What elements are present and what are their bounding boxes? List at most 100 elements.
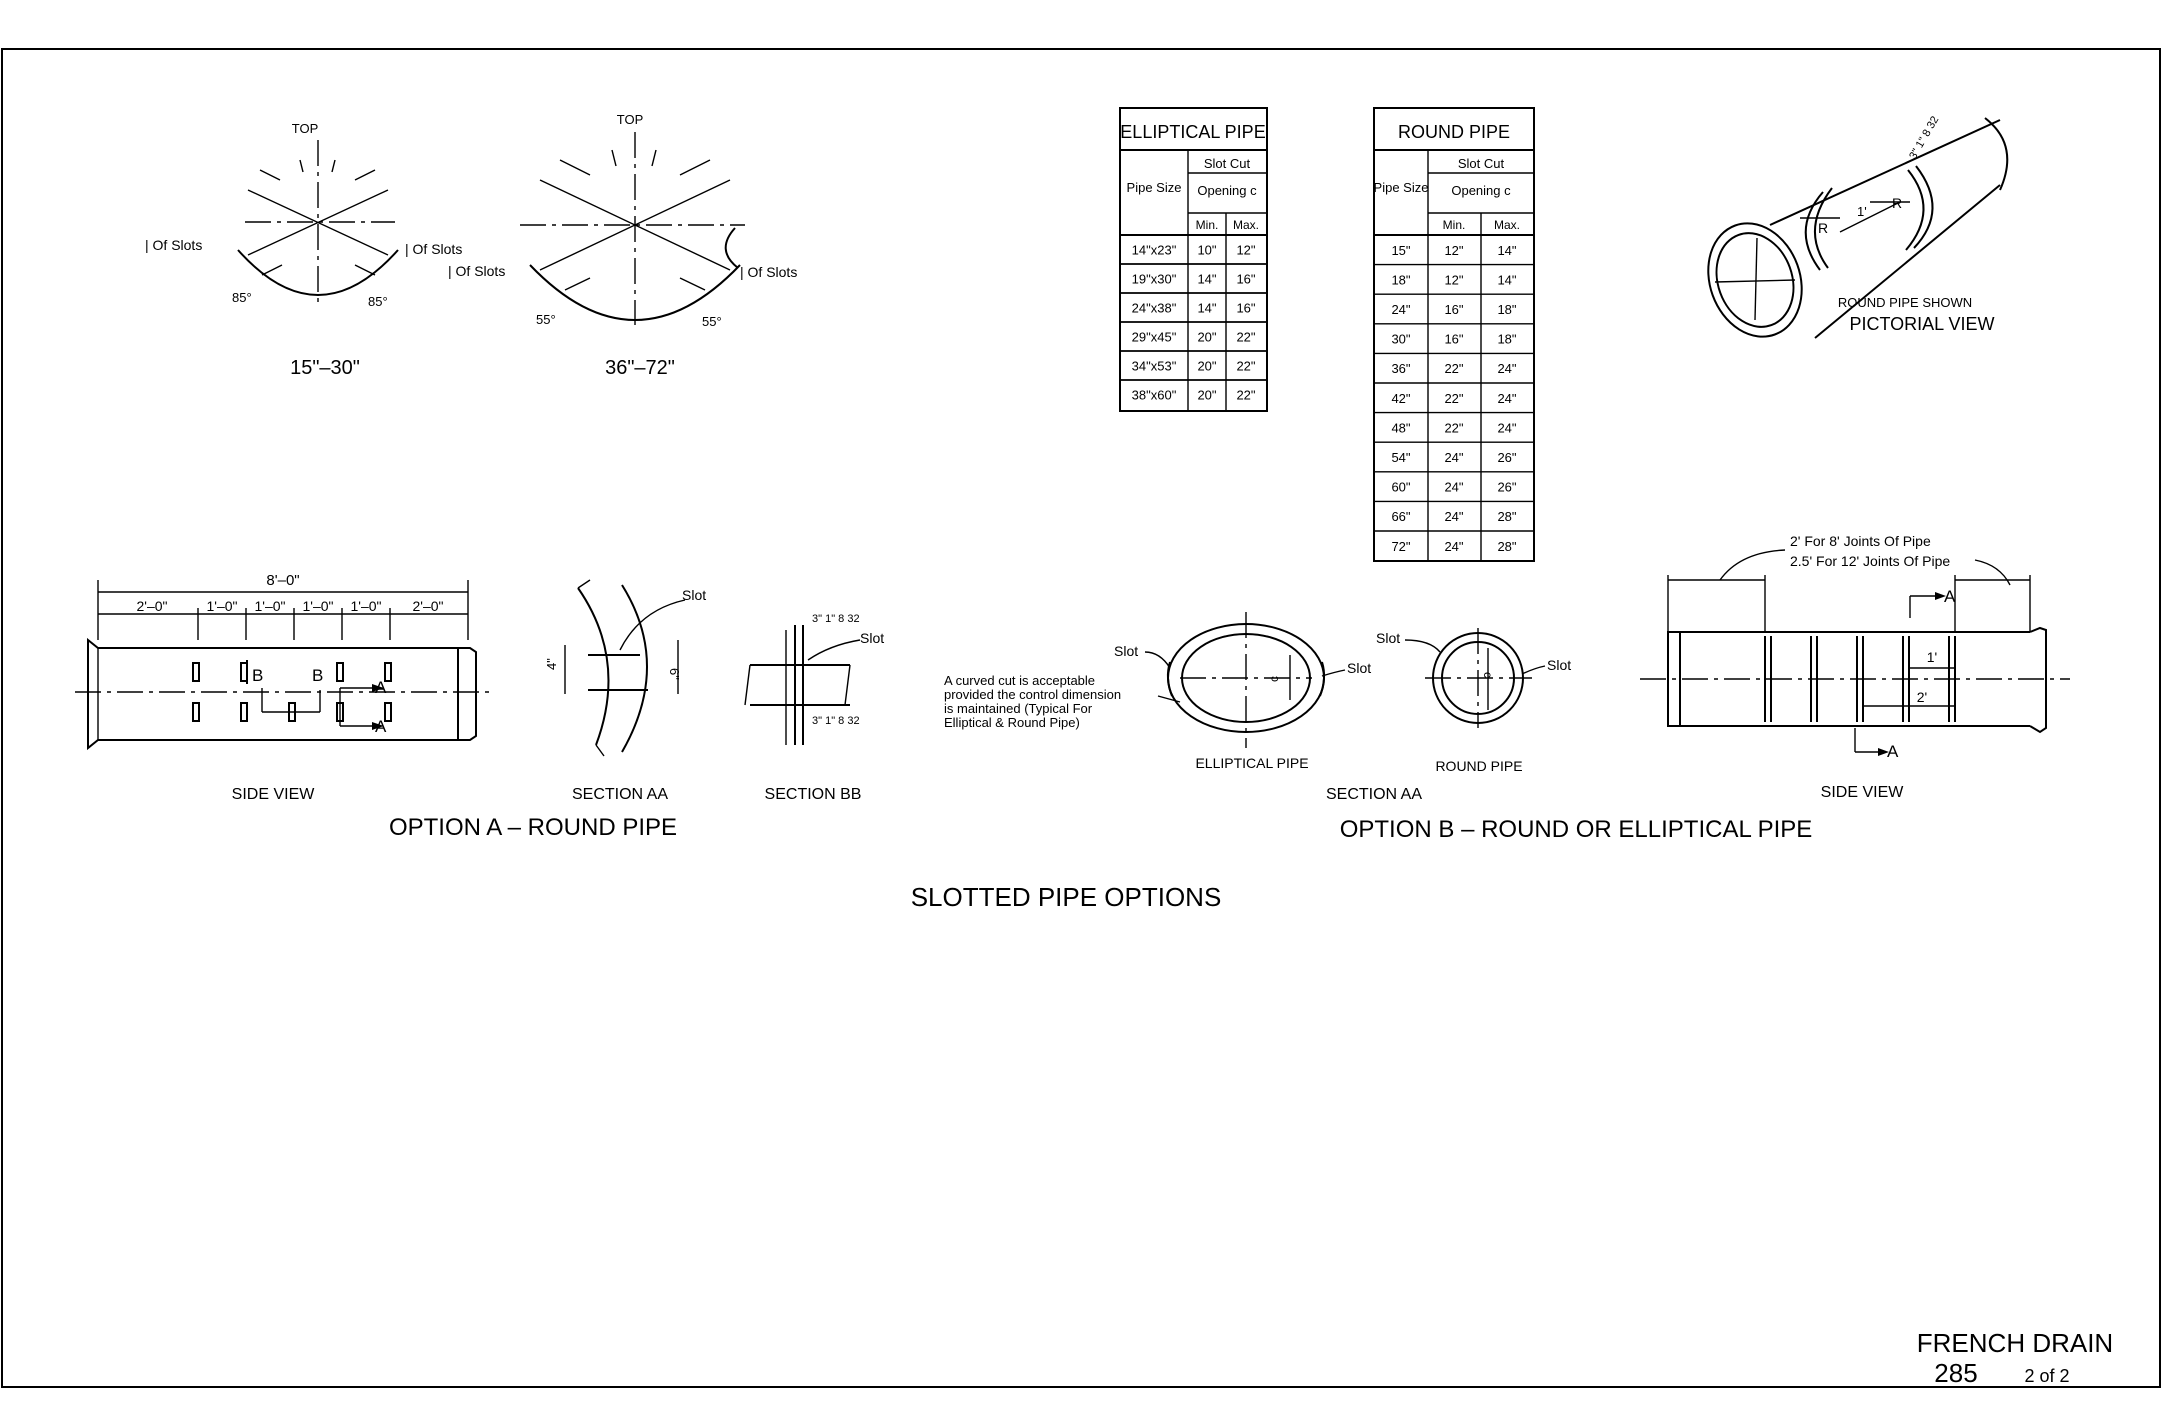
table-cell-pipe-size: 60" [1391,480,1410,495]
segment-dim: 2'–0" [412,598,443,614]
table-cell-min: 16" [1444,332,1463,347]
slots-label-right: | Of Slots [740,264,797,280]
table-cell-pipe-size: 66" [1391,509,1410,524]
table-cell-max: 28" [1497,539,1516,554]
table-cell-pipe-size: 30" [1391,332,1410,347]
spacing-label: 1' [1857,204,1867,219]
table-cell-pipe-size: 18" [1391,272,1410,287]
table-cell-max: 16" [1236,272,1255,287]
opening-c: c [1481,672,1495,678]
option-a-side-view: 8'–0" 2'–0" 1'–0" 1'–0" 1'–0" 1'–0" 2'–0… [75,572,490,803]
opening-c: c [1267,676,1281,682]
col-min: Min. [1196,218,1219,232]
col-opening: Opening c [1197,183,1257,198]
table-cell-min: 20" [1197,359,1216,374]
slot-spacing: 1' [1927,649,1937,665]
col-slot-cut: Slot Cut [1204,156,1251,171]
slot-label: Slot [860,630,884,646]
slot-angle-detail-small: TOP | Of Slots | Of Slots 85° 85° 15"–30… [145,121,462,379]
table-cell-max: 18" [1497,332,1516,347]
table-cell-min: 12" [1444,272,1463,287]
table-cell-max: 18" [1497,302,1516,317]
segment-dim: 1'–0" [206,598,237,614]
option-b-side-view: 2' For 8' Joints Of Pipe 2.5' For 12' Jo… [1640,533,2070,801]
table-cell-pipe-size: 29"x45" [1132,330,1177,345]
section-mark-b: B [252,666,263,685]
table-cell-min: 24" [1444,450,1463,465]
table-cell-max: 22" [1236,359,1255,374]
table-cell-pipe-size: 14"x23" [1132,243,1177,258]
table-cell-max: 28" [1497,509,1516,524]
table-cell-pipe-size: 54" [1391,450,1410,465]
section-aa-caption: SECTION AA [572,786,668,803]
table-cell-min: 24" [1444,480,1463,495]
col-max: Max. [1494,218,1520,232]
dim-bottom: 3" 1" 8 32 [812,715,860,727]
slot-label: Slot [1114,643,1138,659]
slot-label: Slot [1347,660,1371,676]
overall-length: 8'–0" [266,572,299,589]
round-table-rows: 15"12"14"18"12"14"24"16"18"30"16"18"36"2… [1374,243,1534,554]
table-cell-pipe-size: 72" [1391,539,1410,554]
radius-label: R [1818,220,1828,236]
table-cell-min: 20" [1197,330,1216,345]
segment-dim: 1'–0" [350,598,381,614]
elliptical-table-rows: 14"x23"10"12"19"x30"14"16"24"x38"14"16"2… [1120,243,1267,403]
slot-label: Slot [1376,630,1400,646]
table-cell-min: 24" [1444,509,1463,524]
top-label: TOP [617,112,644,127]
col-opening: Opening c [1451,183,1511,198]
pictorial-view: R R 1' 3" 1" 8 32 ROUND PIPE SHOWN PICTO… [1707,114,2009,339]
option-a-section-aa: 4" 6" Slot SECTION AA [544,579,706,803]
table-cell-min: 24" [1444,539,1463,554]
option-b-title: OPTION B – ROUND OR ELLIPTICAL PIPE [1340,816,1813,843]
table-cell-pipe-size: 19"x30" [1132,272,1177,287]
table-title: ELLIPTICAL PIPE [1120,122,1265,142]
drawing-name: FRENCH DRAIN [1917,1328,2113,1358]
angle-label-left: 55° [536,312,556,327]
table-cell-min: 22" [1444,391,1463,406]
table-cell-max: 24" [1497,420,1516,435]
table-cell-min: 10" [1197,243,1216,258]
round-caption: ROUND PIPE [1435,758,1522,774]
table-cell-min: 22" [1444,420,1463,435]
angle-label-right: 85° [368,294,388,309]
angle-label-right: 55° [702,314,722,329]
dim-4in: 4" [544,658,559,670]
curved-cut-note: A curved cut is acceptable provided the … [944,673,1125,730]
table-cell-pipe-size: 36" [1391,361,1410,376]
table-cell-pipe-size: 34"x53" [1132,359,1177,374]
section-mark-a: A [375,717,387,736]
section-mark-a: A [1887,742,1899,761]
slots-label-left: | Of Slots [145,237,202,253]
sheet-border [1,48,2161,1388]
slot-angle-detail-large: TOP | Of Slots | Of Slots 55° 55° 36"–72… [448,112,797,379]
dim-6in: 6" [667,668,682,680]
drawing-number: 285 [1934,1358,1977,1388]
dim-top: 3" 1" 8 32 [812,613,860,625]
table-cell-pipe-size: 42" [1391,391,1410,406]
table-cell-max: 12" [1236,243,1255,258]
table-cell-pipe-size: 48" [1391,420,1410,435]
option-b-section-aa: c Slot Slot ELLIPTICAL PIPE c Slot Slot … [944,612,1571,803]
table-cell-max: 24" [1497,361,1516,376]
pipe-range-label: 36"–72" [605,357,675,379]
pictorial-caption: PICTORIAL VIEW [1849,314,1994,334]
segment-dim: 2'–0" [136,598,167,614]
section-aa-caption: SECTION AA [1326,786,1422,803]
option-a-section-bb: Slot 3" 1" 8 32 3" 1" 8 32 SECTION BB [744,613,884,803]
section-mark-b: B [312,666,323,685]
section-bb-caption: SECTION BB [765,786,862,803]
slots-label-left: | Of Slots [448,263,505,279]
pipe-range-label: 15"–30" [290,357,360,379]
col-pipe-size: Pipe Size [1127,180,1182,195]
title-block: FRENCH DRAIN 285 2 of 2 [1917,1328,2113,1388]
table-cell-max: 22" [1236,388,1255,403]
radius-label: R [1892,195,1902,211]
section-mark-a: A [375,678,387,697]
table-cell-pipe-size: 15" [1391,243,1410,258]
section-mark-a: A [1944,587,1956,606]
table-cell-pipe-size: 38"x60" [1132,388,1177,403]
round-pipe-table: ROUND PIPE Pipe Size Slot Cut Opening c … [1373,107,1535,562]
